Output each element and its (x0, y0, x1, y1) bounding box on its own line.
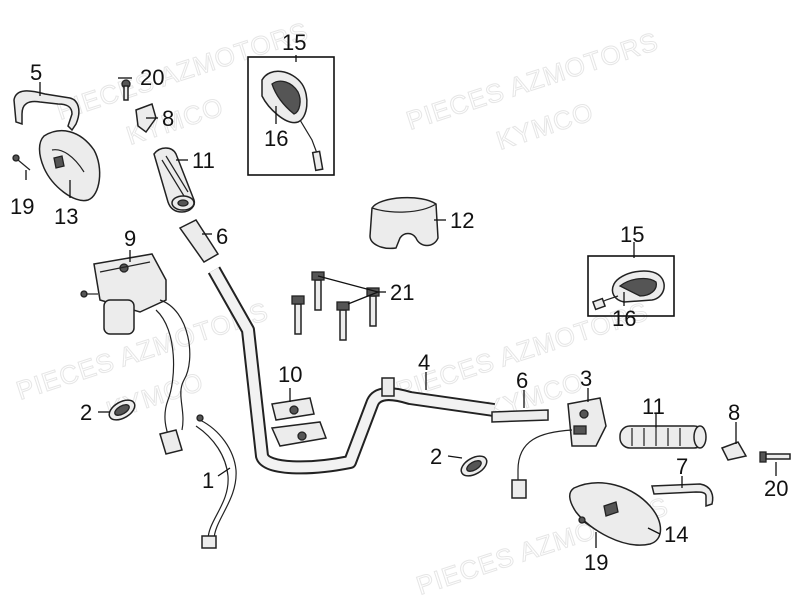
part-8-clamp-right (720, 441, 748, 461)
mirror-group-box-right (587, 255, 675, 317)
callout-19-right: 19 (584, 550, 608, 575)
callout-21: 21 (390, 280, 414, 305)
callout-20-left: 20 (140, 65, 164, 90)
part-4-handlebar (207, 266, 495, 475)
callout-7: 7 (676, 454, 688, 479)
callout-19-left: 19 (10, 194, 34, 219)
callout-11-left: 11 (192, 148, 215, 173)
callout-9: 9 (124, 226, 136, 251)
watermark-text: KYMCO (493, 96, 598, 156)
callout-16-left: 16 (264, 126, 288, 151)
part-12-handlebar-pad (369, 196, 439, 250)
leader-lines (25, 55, 777, 548)
part-19-screw-right (578, 516, 597, 531)
callout-8-left: 8 (162, 106, 174, 131)
part-2-tie-left (108, 399, 136, 421)
callout-20-right: 20 (764, 476, 788, 501)
callout-6-right: 6 (516, 368, 528, 393)
callout-15-left: 15 (282, 30, 306, 55)
part-6-sleeve-left (178, 219, 220, 263)
mirror-group-box-left (247, 56, 335, 176)
part-11-grip-left (153, 147, 196, 213)
part-13-hand-guard-left (38, 130, 101, 202)
part-21-bolts (291, 271, 380, 341)
callout-1: 1 (202, 468, 214, 493)
part-16-mirror-left (261, 70, 324, 172)
callout-6-left: 6 (216, 224, 228, 249)
part-19-screw-left (12, 154, 31, 171)
part-2-tie-right (460, 455, 488, 477)
callout-14: 14 (664, 522, 688, 547)
part-6-sleeve-right (491, 409, 549, 423)
part-20-bolt-right (759, 451, 791, 463)
part-11-grip-right (619, 425, 707, 449)
callout-13: 13 (54, 204, 78, 229)
callout-2-right: 2 (430, 444, 442, 469)
part-9-master-cylinder (80, 253, 191, 455)
part-1-cable (195, 414, 237, 549)
part-10-clamps (270, 397, 328, 447)
part-16-mirror-right (591, 270, 665, 311)
part-20-bolt-left (121, 79, 131, 101)
callout-12: 12 (450, 208, 474, 233)
callout-10: 10 (278, 362, 302, 387)
callout-4: 4 (418, 350, 430, 375)
callout-2-left: 2 (80, 400, 92, 425)
callout-8-right: 8 (728, 400, 740, 425)
callout-16-right: 16 (612, 306, 636, 331)
callout-numbers: 5 20 8 19 13 15 16 11 6 12 9 21 15 16 10… (10, 30, 788, 575)
callout-11-right: 11 (642, 394, 665, 419)
callout-5: 5 (30, 60, 42, 85)
part-3-switch-housing (511, 397, 607, 499)
callout-15-right: 15 (620, 222, 644, 247)
part-14-hand-guard-right (569, 482, 662, 546)
callout-3: 3 (580, 366, 592, 391)
part-7-bracket-right (651, 483, 714, 508)
